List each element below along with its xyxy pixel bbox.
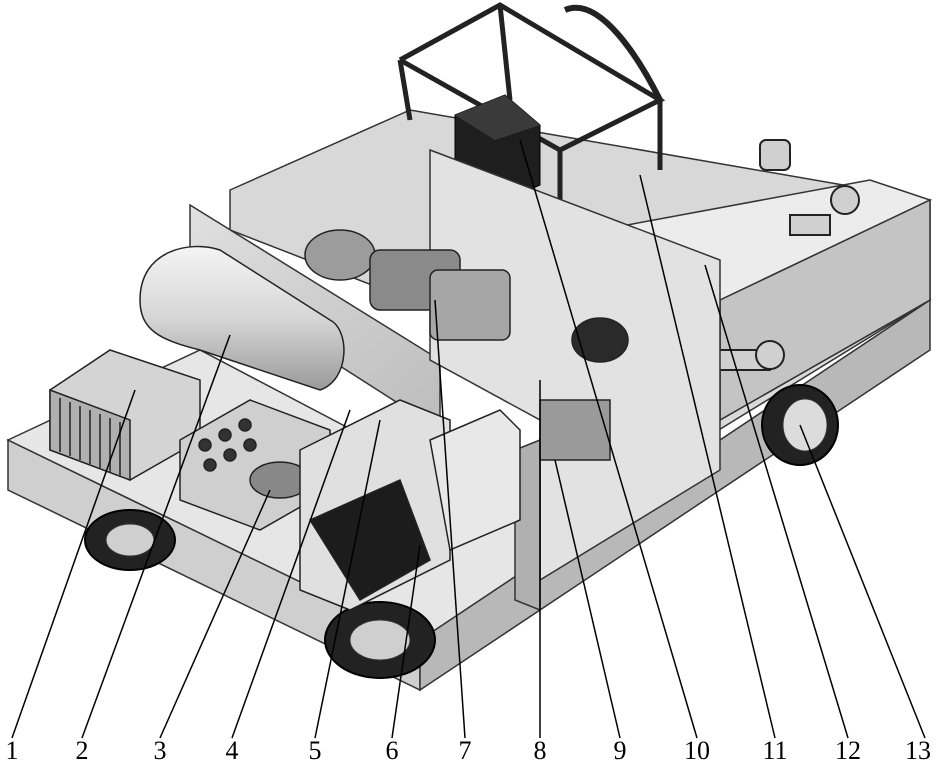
leader-line-11 [639, 174, 776, 739]
callout-label-3: 3 [153, 736, 167, 765]
callout-label-1: 1 [5, 736, 19, 765]
callout-label-9: 9 [613, 736, 627, 765]
callout-label-11: 11 [762, 736, 788, 765]
leader-line-10 [519, 139, 698, 739]
leader-line-9 [554, 459, 621, 739]
leader-line-4 [231, 409, 351, 739]
leader-line-1 [11, 389, 136, 739]
leader-line-7 [434, 299, 466, 739]
callout-label-2: 2 [75, 736, 89, 765]
callout-label-5: 5 [308, 736, 322, 765]
radiator [49, 349, 201, 482]
callout-label-7: 7 [458, 736, 472, 765]
leader-line-6 [391, 544, 421, 739]
wheel-front-right [84, 509, 176, 571]
callout-label-13: 13 [905, 736, 931, 765]
leader-line-12 [704, 264, 849, 739]
callout-label-10: 10 [684, 736, 710, 765]
leader-line-3 [159, 489, 271, 739]
leader-line-13 [799, 424, 926, 739]
front-compartment [299, 399, 521, 611]
callout-label-8: 8 [533, 736, 547, 765]
pump-cluster [304, 229, 629, 461]
cylindrical-tank [139, 245, 345, 391]
callout-label-12: 12 [835, 736, 861, 765]
callout-lines [11, 139, 926, 739]
leader-line-5 [314, 419, 381, 739]
callout-label-4: 4 [225, 736, 239, 765]
leader-line-2 [81, 334, 231, 739]
callout-label-6: 6 [385, 736, 399, 765]
wheel-front-left [324, 601, 436, 679]
wheel-rear-right [761, 384, 839, 466]
